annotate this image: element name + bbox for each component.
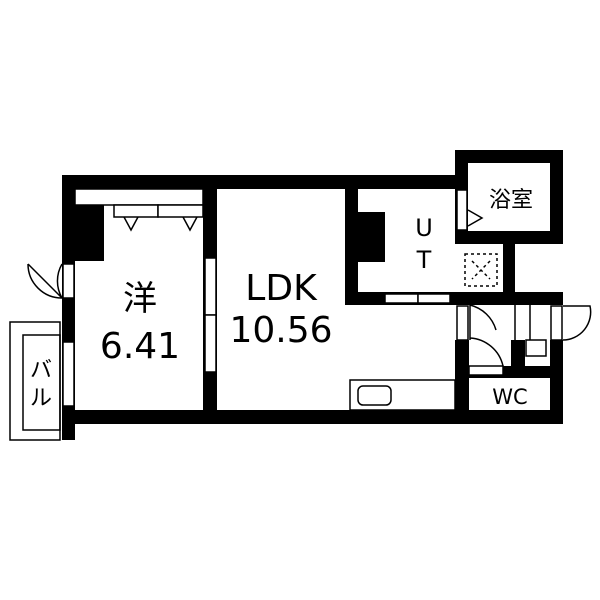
ut-door-left xyxy=(384,293,419,304)
ut-right-wall xyxy=(503,244,515,294)
toilet-label: WC xyxy=(492,385,527,409)
balcony-label-1: バ xyxy=(30,358,52,383)
bath-top-wall xyxy=(455,150,563,163)
bottom-wall xyxy=(62,410,563,424)
wc-pillar xyxy=(511,340,525,370)
closet-hinge-left xyxy=(123,216,139,232)
closet-shelf xyxy=(74,188,204,206)
washer-x xyxy=(471,260,491,280)
ut-column xyxy=(358,212,385,262)
wc-right-wall xyxy=(550,340,563,424)
door-swings xyxy=(9,209,592,441)
hall-door-arc xyxy=(469,304,504,367)
room-door-opening xyxy=(62,263,75,299)
utility-label-u: U xyxy=(415,214,433,242)
room-door-arc xyxy=(27,263,63,299)
wc-left-wall xyxy=(455,340,469,424)
ut-bottom-wall xyxy=(345,292,563,305)
western-room-area: 6.41 xyxy=(100,326,180,367)
bath-right-wall xyxy=(550,150,563,244)
ut-left-wall xyxy=(345,189,358,305)
washer-space-icon xyxy=(464,253,498,287)
bathroom-label: 浴室 xyxy=(489,188,533,213)
bath-bottom-wall xyxy=(455,231,563,244)
balcony-label-2: ル xyxy=(30,386,52,411)
western-room-name: 洋 xyxy=(123,279,157,319)
top-wall xyxy=(62,175,457,189)
utility-label-t: T xyxy=(416,246,432,274)
sliding-door-bottom xyxy=(204,314,217,373)
entrance-door-arc xyxy=(562,305,592,341)
closet-hinge-right xyxy=(182,216,198,232)
closet-door-right xyxy=(157,204,204,218)
closet-door-left xyxy=(113,204,159,218)
entrance-lines xyxy=(514,305,531,340)
sink-icon xyxy=(357,385,392,406)
entrance-door-opening xyxy=(550,305,563,341)
balcony-window xyxy=(62,341,75,407)
sliding-door-top xyxy=(204,257,217,316)
bath-door xyxy=(456,189,468,231)
wc-door-strip xyxy=(468,365,504,376)
bath-door-hinge xyxy=(467,209,484,227)
ldk-name: LDK xyxy=(245,268,318,309)
shoe-box xyxy=(525,339,547,357)
openings xyxy=(62,188,563,411)
ut-door-right xyxy=(417,293,451,304)
balcony-inner xyxy=(22,334,61,431)
hall-opening xyxy=(456,305,469,341)
ldk-area: 10.56 xyxy=(229,310,332,351)
closet-column xyxy=(75,205,104,261)
